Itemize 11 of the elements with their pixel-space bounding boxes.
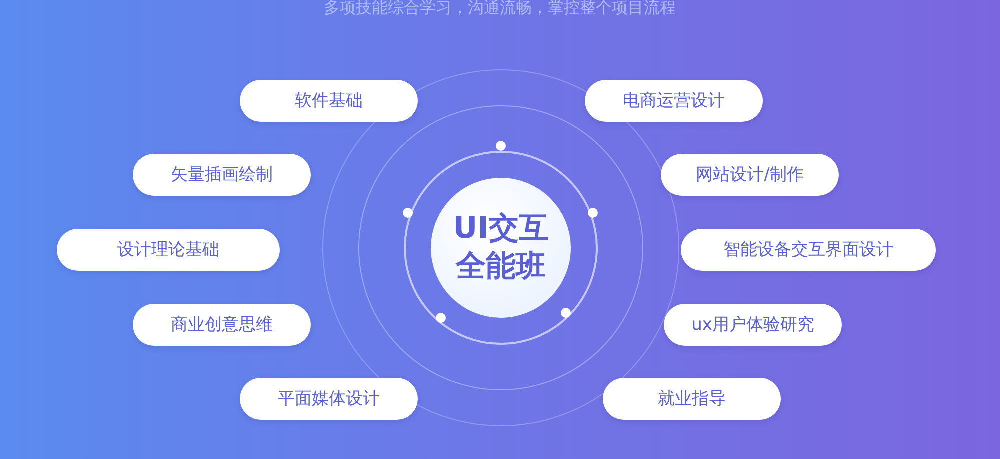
topic-label: 商业创意思维 <box>133 304 311 346</box>
topic-label: 智能设备交互界面设计 <box>681 229 936 271</box>
topic-label: 软件基础 <box>240 80 418 122</box>
topic-label: 电商运营设计 <box>585 80 763 122</box>
topic-label: 设计理论基础 <box>57 229 280 271</box>
topic-label: 平面媒体设计 <box>240 378 418 420</box>
topic-label: 矢量插画绘制 <box>133 154 311 196</box>
topic-label: ux用户体验研究 <box>664 304 842 346</box>
topic-label: 就业指导 <box>603 378 781 420</box>
topic-label: 网站设计/制作 <box>661 154 839 196</box>
course-title: UI交互全能班 <box>452 210 550 286</box>
